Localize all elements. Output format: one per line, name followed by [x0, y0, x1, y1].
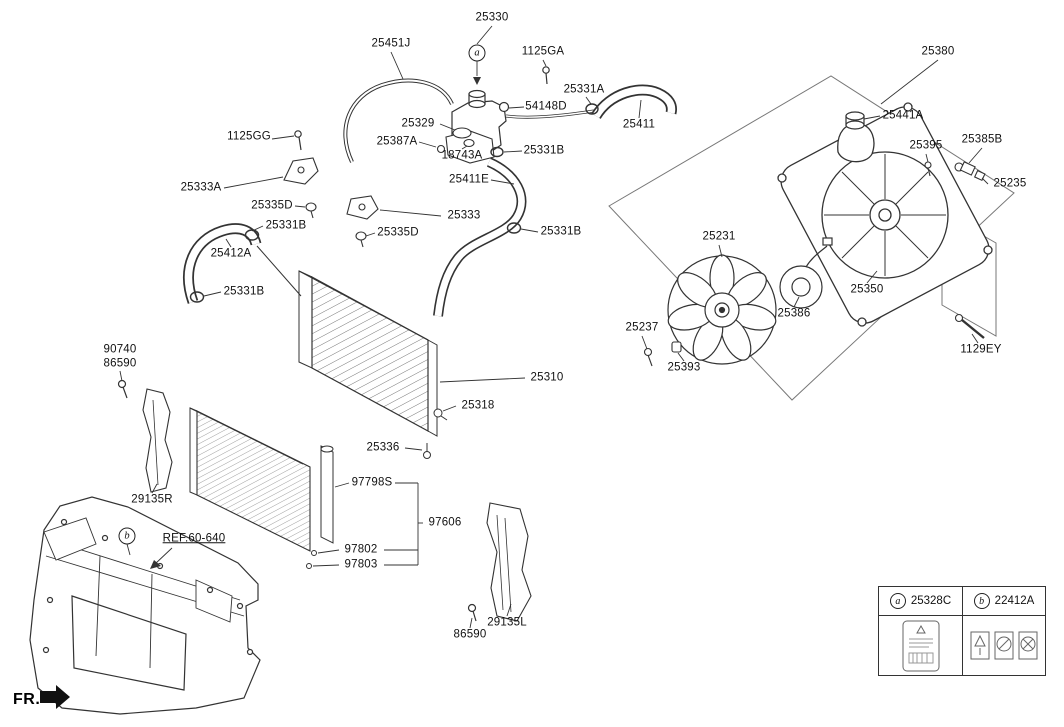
- legend-code-a: 25328C: [910, 595, 952, 607]
- hose-clamps: [189, 103, 599, 303]
- cooling-fan-blade: [667, 254, 777, 365]
- hose-junction: [436, 127, 495, 164]
- mounting-bolt: [954, 313, 985, 339]
- fr-direction-arrow: [40, 685, 70, 709]
- mounting-brackets: [283, 157, 379, 248]
- air-guard-left: [486, 502, 532, 622]
- arrowheads: [150, 77, 481, 569]
- air-guard-right: [142, 388, 173, 493]
- legend-table: a 25328C b 22412A: [878, 586, 1046, 676]
- coolant-caution-label-icon: [879, 615, 962, 675]
- fan-motor: [779, 237, 833, 309]
- legend-callout-a: a: [889, 593, 906, 609]
- fr-label: FR.: [13, 691, 41, 708]
- front-carrier: [29, 496, 261, 715]
- condenser: [189, 407, 334, 569]
- legend-code-b: 22412A: [994, 595, 1035, 607]
- fan-caution-pictograms-icon: [962, 615, 1045, 675]
- radiator: [298, 270, 448, 459]
- reservoir-cap: [845, 111, 865, 130]
- legend-callout-b: b: [973, 593, 990, 609]
- legend-row-a: a 25328C: [879, 587, 962, 615]
- legend-row-b: b 22412A: [962, 587, 1045, 615]
- hoses: [183, 78, 677, 317]
- fan-fasteners: [643, 341, 682, 367]
- fan-shroud: [777, 102, 993, 327]
- leader-lines: [119, 25, 989, 629]
